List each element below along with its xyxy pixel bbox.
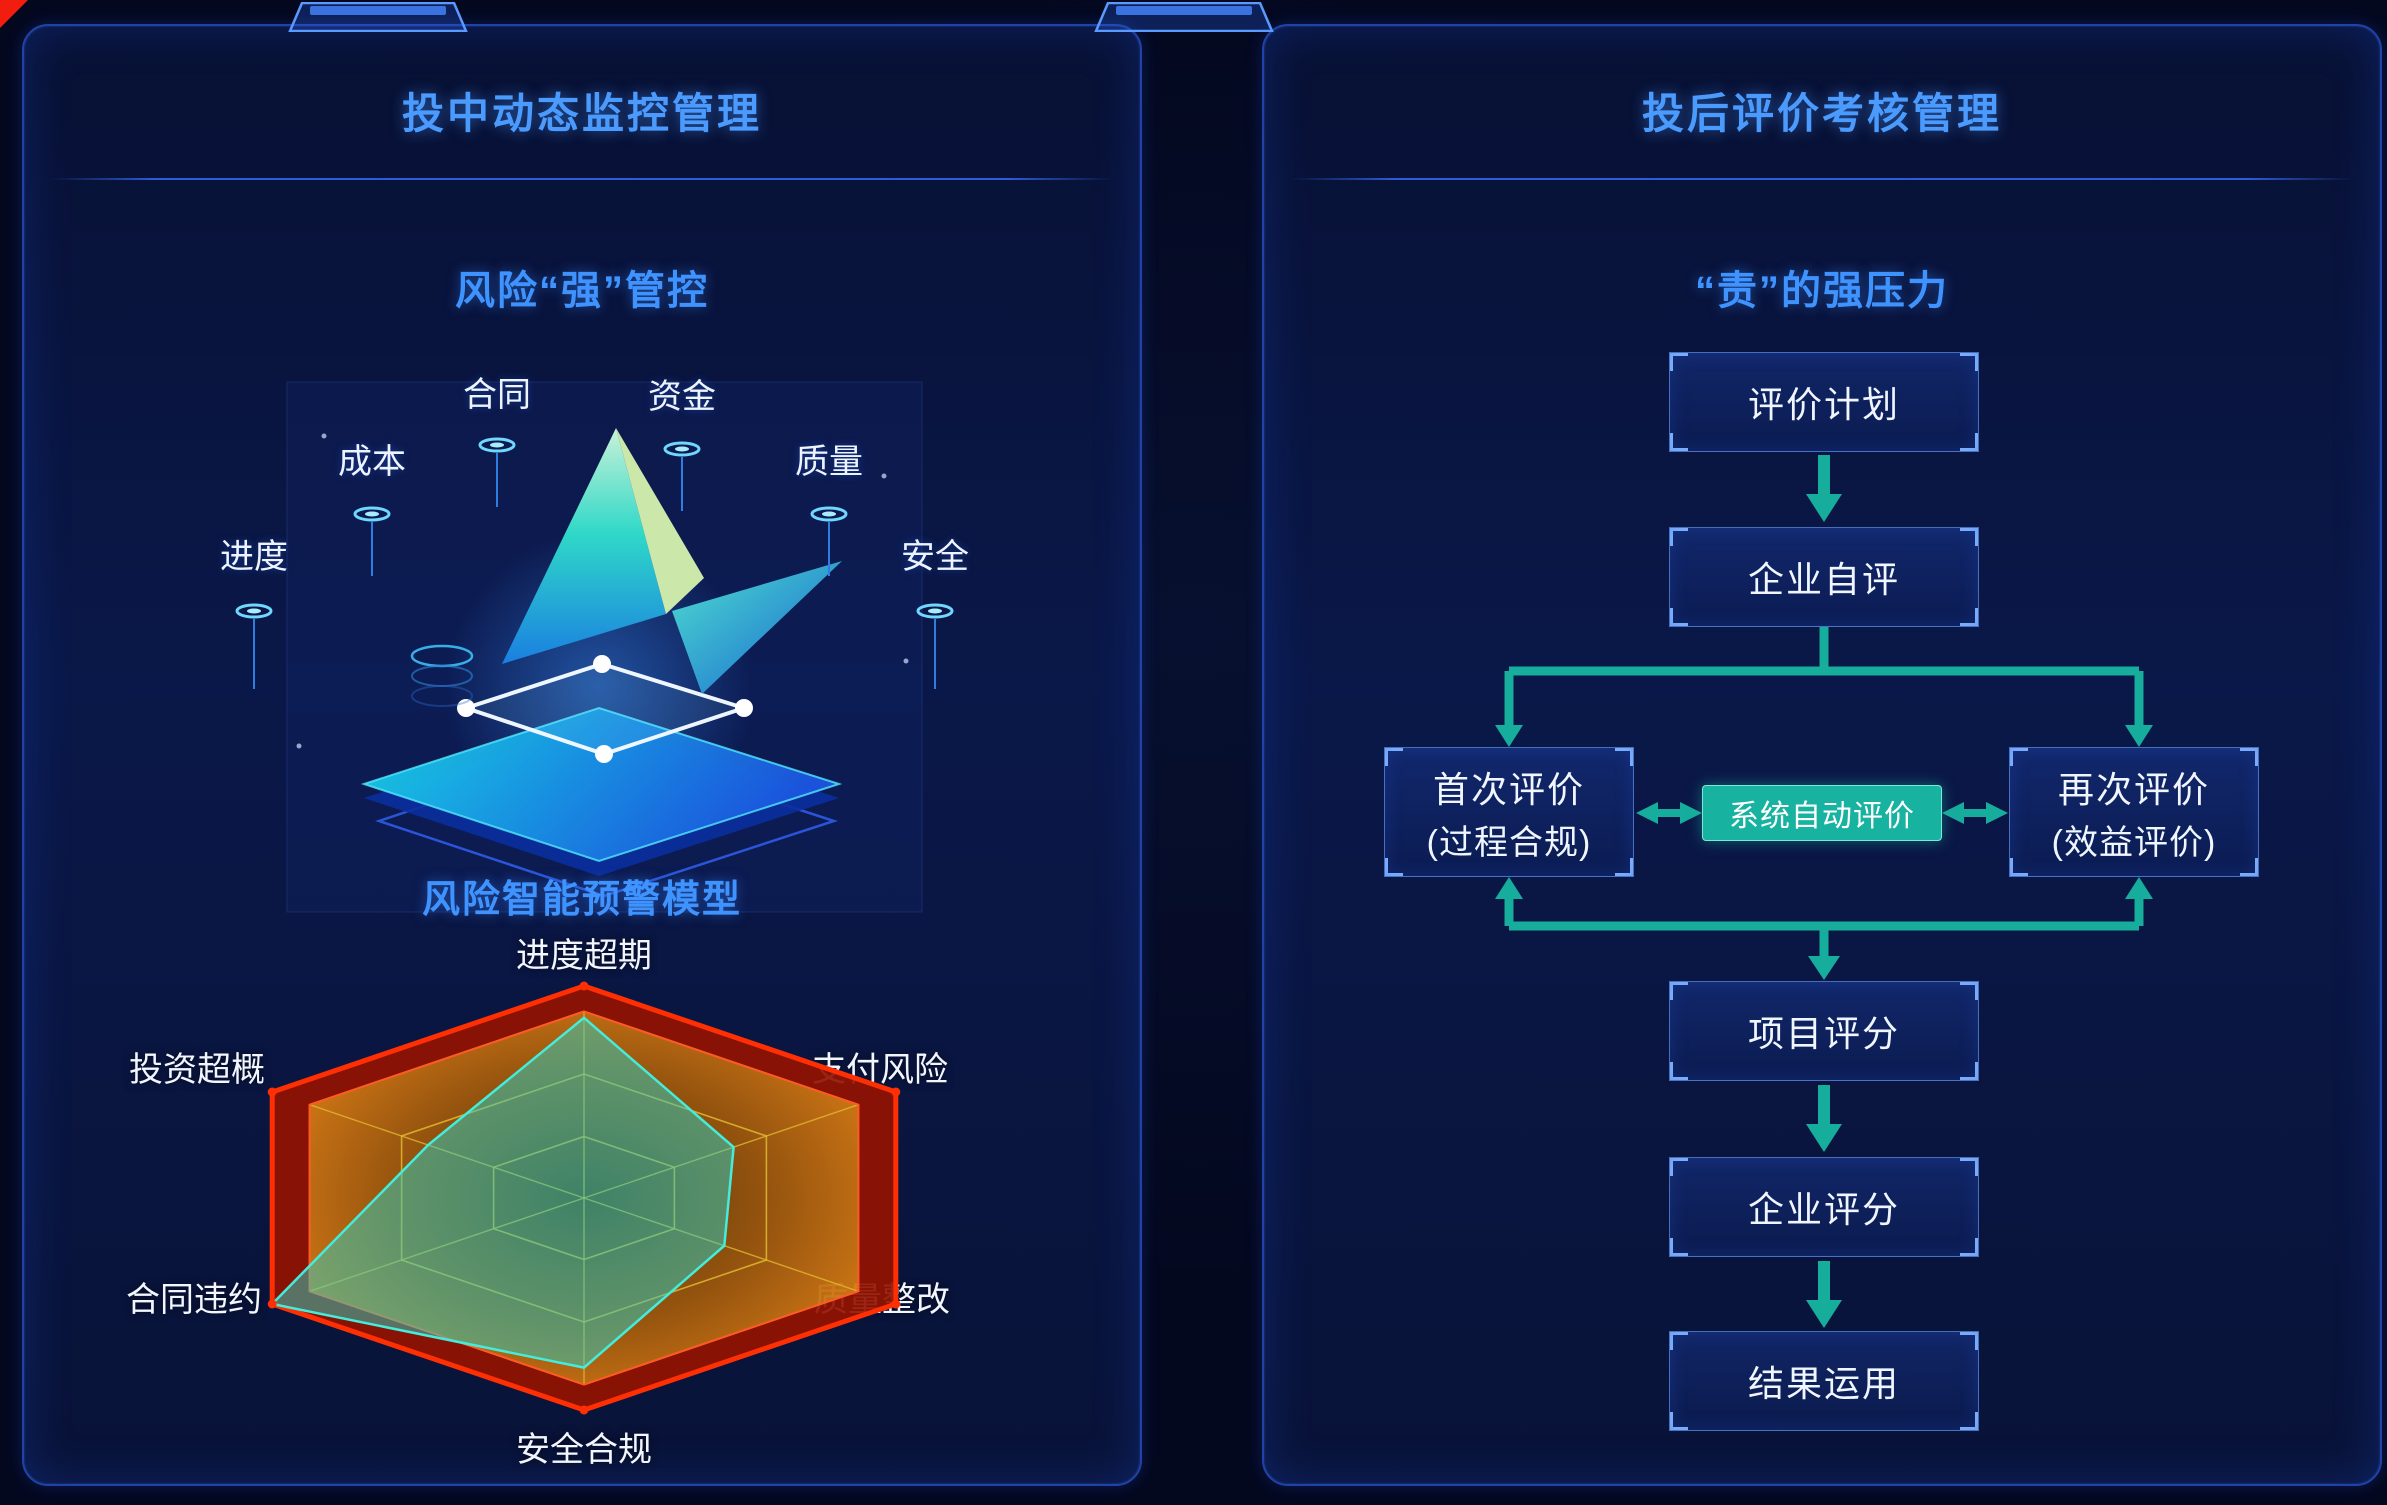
panel-post-investment-evaluation: 投后评价考核管理 “责”的强压力 — [1262, 24, 2382, 1486]
monitor-marker-icon — [353, 506, 391, 576]
monitor-marker-icon — [478, 437, 516, 507]
wireframe-node-icon — [457, 655, 753, 763]
platform-icon — [360, 706, 843, 898]
monitor-marker-icon — [810, 506, 848, 576]
page-title: 投中动态监控管理 — [401, 90, 762, 137]
monitor-label-quality: 质量 — [795, 443, 863, 481]
title-divider — [1290, 178, 2354, 180]
risk-radar-chart — [267, 981, 901, 1415]
flow-node-result-application: 结果运用 — [1669, 1331, 1979, 1431]
radar-label-contract-breach: 合同违约 — [126, 1281, 262, 1319]
corner-accent-icon — [0, 0, 28, 28]
monitor-label-funds: 资金 — [648, 378, 716, 416]
monitor-label-safety: 安全 — [901, 538, 969, 576]
risk-3d-illustration — [235, 381, 954, 913]
sparkle-dots — [296, 433, 909, 749]
radar-label-investment-over: 投资超概 — [129, 1051, 265, 1089]
flow-node-evaluation-plan: 评价计划 — [1669, 352, 1979, 452]
monitor-marker-icon — [916, 603, 954, 689]
flow-node-project-score: 项目评分 — [1669, 981, 1979, 1081]
flow-node-self-evaluation: 企业自评 — [1669, 527, 1979, 627]
pressure-subtitle: “责”的强压力 — [1695, 269, 1949, 313]
flow-node-auto-evaluation: 系统自动评价 — [1702, 785, 1942, 841]
monitor-label-contract: 合同 — [463, 376, 531, 414]
panel-during-investment-monitoring: 投中动态监控管理 风险“强”管控 — [22, 24, 1142, 1486]
paper-plane-icon — [502, 428, 842, 694]
radar-label-safety-compliance: 安全合规 — [516, 1431, 652, 1469]
risk-control-subtitle: 风险“强”管控 — [455, 269, 709, 313]
top-tab-decoration — [288, 2, 468, 32]
flow-node-enterprise-score: 企业评分 — [1669, 1157, 1979, 1257]
title-divider — [50, 178, 1114, 180]
page-title: 投后评价考核管理 — [1641, 90, 2002, 137]
ring-stack-icon — [410, 644, 474, 707]
monitor-label-progress: 进度 — [220, 538, 288, 576]
flow-node-second-evaluation: 再次评价 (效益评价) — [2009, 747, 2259, 877]
radar-chart-title: 风险智能预警模型 — [421, 879, 742, 921]
radar-label-schedule-overdue: 进度超期 — [516, 937, 652, 975]
top-tab-decoration — [1094, 2, 1274, 32]
flow-node-first-evaluation: 首次评价 (过程合规) — [1384, 747, 1634, 877]
monitor-marker-icon — [663, 441, 701, 511]
monitor-label-cost: 成本 — [338, 443, 406, 481]
monitor-marker-icon — [235, 603, 273, 689]
